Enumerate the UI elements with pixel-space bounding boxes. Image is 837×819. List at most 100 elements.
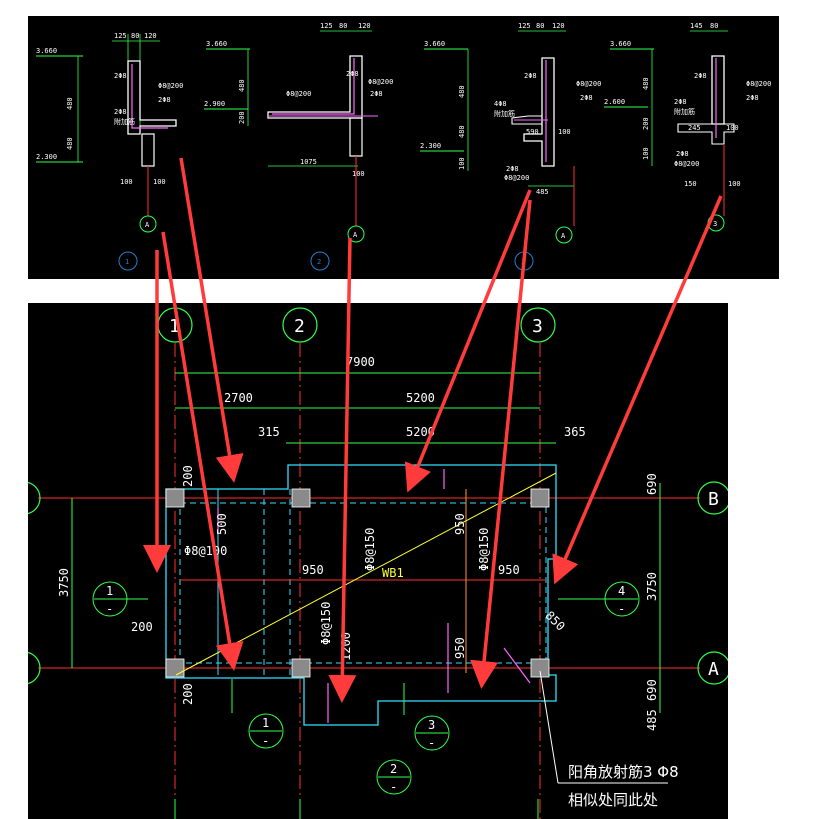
section-3-width-b: 80 (536, 22, 544, 30)
axis-bubble-2: 2 (294, 316, 305, 337)
section-4-left-dim-a: 480 (642, 77, 650, 90)
section-4-note-1: 2Φ8 (674, 98, 687, 106)
section-3-stirrup: Φ8@200 (576, 80, 601, 88)
dim-row-span-right: 3750 (645, 572, 659, 601)
section-2-stirrup: Φ8@200 (368, 78, 393, 86)
section-2-slab-bar: Φ8@200 (286, 90, 311, 98)
section-marker-1b-sub: - (262, 734, 269, 748)
plan-view-panel: 1 2 3 B A 7900 2700 5200 315 5200 365 37… (28, 303, 728, 819)
section-1-left-dim-a: 480 (66, 97, 74, 110)
dim-span-1-2: 2700 (224, 391, 253, 405)
section-1-axis: A (145, 221, 150, 229)
section-marker-1a-sub: - (106, 602, 113, 616)
note-line-2: 相似处同此处 (568, 791, 658, 809)
section-3: 3.660 2.300 480 480 100 125 80 120 2Φ8 Φ… (420, 22, 601, 271)
section-2-axis: A (353, 231, 358, 239)
section-4-bottom-dim-a: 245 (688, 124, 701, 132)
section-marker-1a: 1 (106, 584, 113, 598)
section-2-elev-bottom: 2.900 (204, 100, 225, 108)
section-1-elev-top: 3.660 (36, 47, 57, 55)
section-2-width-c: 120 (358, 22, 371, 30)
section-3-elev-top: 3.660 (424, 40, 445, 48)
section-3-lower-stirrup: Φ8@200 (504, 174, 529, 182)
section-3-bottom-dim-b: 100 (558, 128, 571, 136)
section-details-drawing: 3.660 2.300 480 480 125 80 120 2Φ8 Φ8@20… (36, 22, 771, 271)
section-3-number: 3 (521, 258, 525, 266)
label-dim-500: 500 (215, 513, 229, 535)
dim-left-200-bottom: 200 (181, 683, 195, 705)
section-4-bar-mid: 2Φ8 (746, 94, 759, 102)
label-rebar-2: Φ8@150 (363, 528, 377, 571)
section-2-bar-mid: 2Φ8 (370, 90, 383, 98)
axis-bubble-B: B (708, 489, 719, 510)
plan-drawing: 1 2 3 B A 7900 2700 5200 315 5200 365 37… (28, 307, 728, 819)
section-marker-4-sub: - (618, 602, 625, 616)
section-2-width-a: 125 (320, 22, 333, 30)
label-dim-1200: 1200 (339, 632, 353, 661)
section-3-lower-bar: 2Φ8 (506, 165, 519, 173)
section-2-number: 2 (317, 258, 321, 266)
section-3-width-c: 120 (552, 22, 565, 30)
section-4-lower-bar: 2Φ8 (676, 150, 689, 158)
section-4-note-2: 附加筋 (674, 107, 695, 116)
section-3-note-1: 4Φ8 (494, 100, 507, 108)
dim-right-extra: 485 (645, 709, 659, 731)
section-3-bottom-dim-c: 485 (536, 188, 549, 196)
section-1-width-b: 80 (131, 32, 139, 40)
section-4-axis: 3 (713, 220, 717, 228)
section-2-left-dim-a: 480 (238, 79, 246, 92)
section-2: 3.660 2.900 480 200 125 80 120 2Φ8 Φ8@20… (204, 22, 393, 271)
section-4-bar-top: 2Φ8 (694, 72, 707, 80)
label-rebar-1: Φ8@100 (184, 544, 227, 558)
section-3-left-dim-a: 480 (458, 85, 466, 98)
section-4-left-dim-b: 200 (642, 117, 650, 130)
dim-right-offset: 365 (564, 425, 586, 439)
section-1-width-a: 125 (114, 32, 127, 40)
label-dim-950-vert-bottom: 950 (453, 637, 467, 659)
section-3-left-dim-c: 100 (458, 157, 466, 170)
note-line-1: 阳角放射筋3 Φ8 (568, 763, 679, 781)
section-1-stirrup: Φ8@200 (158, 82, 183, 90)
section-details-panel: 3.660 2.300 480 480 125 80 120 2Φ8 Φ8@20… (28, 16, 779, 279)
dim-left-200-mid: 200 (131, 620, 153, 634)
section-2-bar-top: 2Φ8 (346, 70, 359, 78)
section-1-left-dim-b: 480 (66, 137, 74, 150)
axis-bubble-A: A (708, 659, 719, 680)
section-marker-3-sub: - (428, 736, 435, 750)
dim-left-offset: 315 (258, 425, 280, 439)
dim-span-2-3: 5200 (406, 391, 435, 405)
section-4-elev-top: 3.660 (610, 40, 631, 48)
section-1-note-1: 2Φ8 (114, 108, 127, 116)
section-3-width-a: 125 (518, 22, 531, 30)
section-marker-1b: 1 (262, 716, 269, 730)
section-1-bar-mid: 2Φ8 (158, 96, 171, 104)
dim-right-bottom: 690 (645, 679, 659, 701)
label-dim-950-right: 950 (498, 563, 520, 577)
section-3-bar-mid: 2Φ8 (580, 94, 593, 102)
label-dim-950-left: 950 (302, 563, 324, 577)
section-3-note-2: 附加筋 (494, 109, 515, 118)
dim-inner-span: 5200 (406, 425, 435, 439)
section-4-left-dim-c: 100 (642, 147, 650, 160)
section-3-left-dim-b: 480 (458, 125, 466, 138)
section-4-elev-bottom: 2.600 (604, 98, 625, 106)
section-2-bottom-dim-b: 100 (352, 170, 365, 178)
label-dim-950-vert-top: 950 (453, 513, 467, 535)
section-1: 3.660 2.300 480 480 125 80 120 2Φ8 Φ8@20… (36, 32, 183, 271)
section-1-bar-top: 2Φ8 (114, 72, 127, 80)
section-4-stirrup: Φ8@200 (746, 80, 771, 88)
section-4-width-b: 80 (710, 22, 718, 30)
section-4-bottom-dim-c: 150 (684, 180, 697, 188)
section-2-elev-top: 3.660 (206, 40, 227, 48)
section-1-number: 1 (125, 258, 129, 266)
dim-right-top: 690 (645, 473, 659, 495)
axis-bubble-1: 1 (169, 316, 180, 337)
section-1-width-c: 120 (144, 32, 157, 40)
section-4-bottom-dim-b: 100 (726, 124, 739, 132)
section-marker-2: 2 (390, 762, 397, 776)
dim-row-span: 3750 (57, 568, 71, 597)
section-3-bar-top: 2Φ8 (524, 72, 537, 80)
section-1-elev-bottom: 2.300 (36, 153, 57, 161)
label-rebar-4: Φ8@150 (319, 602, 333, 645)
section-1-note-2: 附加筋 (114, 117, 135, 126)
